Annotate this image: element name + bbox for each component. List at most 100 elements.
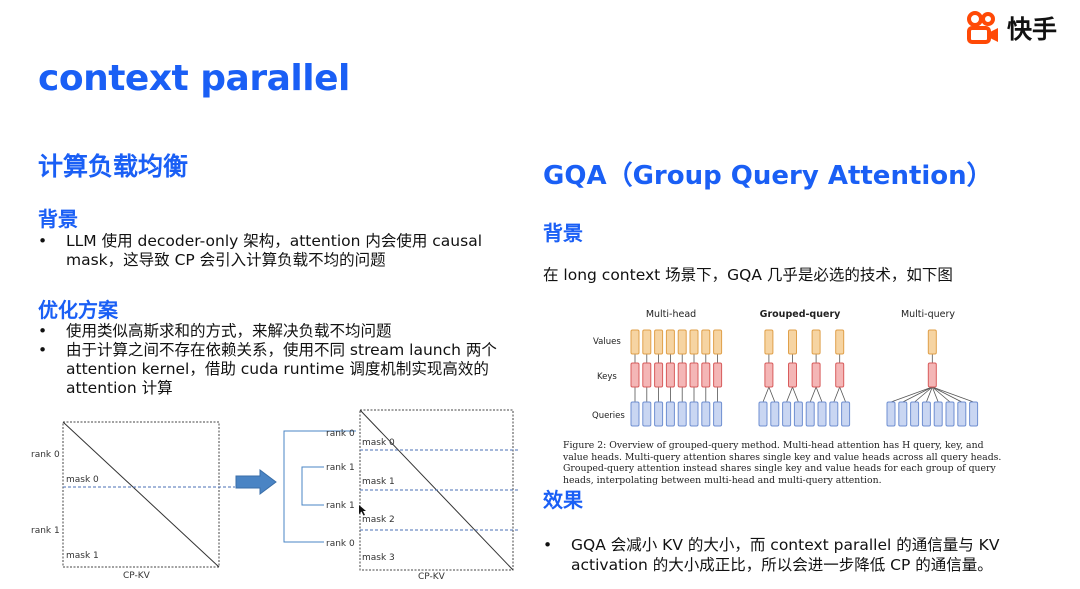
query-head <box>758 401 768 427</box>
query-head <box>701 401 711 427</box>
page-title: context parallel <box>38 58 350 99</box>
mask-label: mask 2 <box>362 515 395 525</box>
value-head <box>811 329 821 355</box>
head-link <box>839 386 846 403</box>
list-item: 由于计算之间不存在依赖关系，使用不同 stream launch 两个 atte… <box>38 341 508 398</box>
query-head <box>770 401 780 427</box>
head-link <box>914 386 933 403</box>
head-link <box>792 386 799 403</box>
head-link <box>902 386 933 403</box>
key-head <box>701 362 711 388</box>
rank-label: rank 1 <box>326 463 355 473</box>
rank-label: rank 1 <box>326 501 355 511</box>
col-title: Grouped-query <box>760 309 841 320</box>
right-heading: GQA（Group Query Attention） <box>543 161 993 191</box>
head-link <box>809 386 817 403</box>
gqa-figure: Multi-head Grouped-query Multi-query Val… <box>592 309 979 427</box>
key-head <box>835 362 845 388</box>
key-head <box>788 362 797 388</box>
left-background-heading: 背景 <box>38 207 78 231</box>
list-item: LLM 使用 decoder-only 架构，attention 内会使用 ca… <box>38 232 508 270</box>
kuaishou-logo: 快手 <box>965 8 1077 48</box>
head-link <box>815 386 823 403</box>
query-head <box>957 401 967 427</box>
row-label: Values <box>593 337 621 347</box>
query-head <box>642 401 652 427</box>
value-head <box>642 329 652 355</box>
value-head <box>713 329 723 355</box>
query-head <box>945 401 955 427</box>
value-head <box>835 329 845 355</box>
rank-label: rank 0 <box>31 450 60 460</box>
head-link <box>762 386 770 403</box>
key-head <box>927 362 937 388</box>
head-link <box>932 386 974 403</box>
head-link <box>926 386 933 403</box>
mouse-cursor-icon <box>359 505 366 516</box>
left-heading: 计算负载均衡 <box>38 152 189 181</box>
query-head <box>829 401 839 427</box>
kuaishou-logo-icon <box>967 11 998 44</box>
rank-label: rank 1 <box>31 526 60 536</box>
head-link <box>768 386 776 403</box>
key-head <box>689 362 699 388</box>
key-head <box>654 362 664 388</box>
value-head <box>677 329 687 355</box>
transform-arrow-icon <box>235 469 277 495</box>
list-item: 使用类似高斯求和的方式，来解决负载不均问题 <box>38 322 508 341</box>
query-head <box>933 401 943 427</box>
list-item: GQA 会减小 KV 的大小，而 context parallel 的通信量与 … <box>543 535 1023 575</box>
query-head <box>817 401 827 427</box>
query-head <box>969 401 979 427</box>
col-title: Multi-head <box>646 309 696 320</box>
value-head <box>788 329 797 355</box>
mask-label: mask 1 <box>362 477 395 487</box>
query-head <box>665 401 675 427</box>
mask-diagonal <box>62 421 220 568</box>
value-head <box>630 329 640 355</box>
head-link <box>932 386 951 403</box>
query-head <box>782 401 792 427</box>
mask-label: mask 0 <box>66 475 99 485</box>
balanced-mask-diagram: rank 0 rank 1 rank 1 rank 0 mask 0 mask … <box>283 409 520 582</box>
query-head <box>630 401 640 427</box>
row-label: Queries <box>592 411 625 421</box>
query-head <box>677 401 687 427</box>
head-link <box>931 386 939 403</box>
row-label: Keys <box>597 372 617 382</box>
x-axis-label: CP-KV <box>418 572 446 582</box>
value-head <box>689 329 699 355</box>
head-link <box>833 386 841 403</box>
left-background-list: LLM 使用 decoder-only 架构，attention 内会使用 ca… <box>38 232 508 270</box>
x-axis-label: CP-KV <box>123 571 151 581</box>
mask-label: mask 1 <box>66 551 99 561</box>
mask-label: mask 3 <box>362 553 395 563</box>
query-head <box>841 401 851 427</box>
head-link <box>890 386 933 403</box>
right-background-heading: 背景 <box>543 221 583 245</box>
query-head <box>713 401 723 427</box>
right-background-text: 在 long context 场景下，GQA 几乎是必选的技术，如下图 <box>543 266 953 284</box>
query-head <box>921 401 931 427</box>
rank0-bracket <box>283 430 356 543</box>
query-head <box>898 401 908 427</box>
key-head <box>665 362 675 388</box>
key-head <box>764 362 774 388</box>
key-head <box>630 362 640 388</box>
causal-mask-diagram: rank 0 rank 1 mask 0 mask 1 CP-KV <box>31 421 235 581</box>
value-head <box>654 329 664 355</box>
left-optimization-heading: 优化方案 <box>38 298 118 322</box>
col-title: Multi-query <box>901 309 955 320</box>
value-head <box>665 329 675 355</box>
right-effect-list: GQA 会减小 KV 的大小，而 context parallel 的通信量与 … <box>543 535 1023 575</box>
value-head <box>927 329 937 355</box>
value-head <box>764 329 774 355</box>
key-head <box>811 362 821 388</box>
query-head <box>886 401 896 427</box>
head-link <box>932 386 962 403</box>
right-effect-heading: 效果 <box>543 488 583 512</box>
key-head <box>677 362 687 388</box>
logo-text: 快手 <box>1007 15 1058 44</box>
rank-label: rank 0 <box>326 429 355 439</box>
rank-label: rank 0 <box>326 539 355 549</box>
